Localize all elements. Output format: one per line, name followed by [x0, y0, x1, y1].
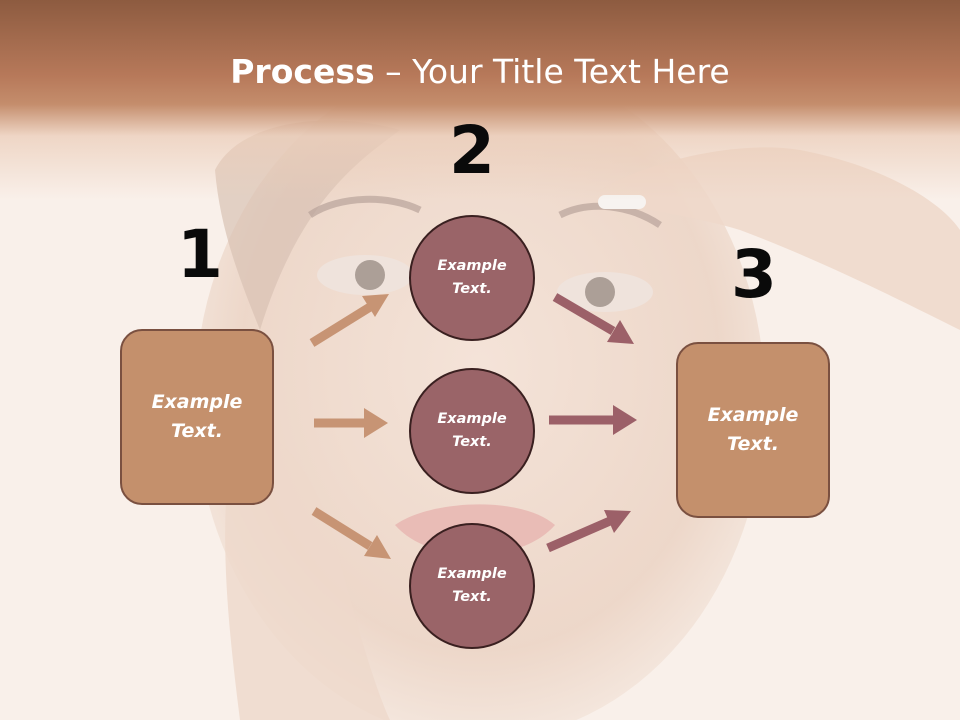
left-box-line-2: Text. [171, 420, 223, 442]
step-number-2: 2 [449, 112, 495, 189]
left-iris [355, 260, 385, 290]
step-number-3: 3 [731, 236, 777, 313]
right-box-line-2: Text. [727, 433, 779, 455]
left-hand [225, 428, 390, 720]
title-rest: – Your Title Text Here [374, 52, 730, 91]
title-strong: Process [230, 52, 375, 91]
arrow-left-middle [314, 408, 388, 438]
circle-middle[interactable]: Example Text. [409, 368, 535, 494]
circle-bottom[interactable]: Example Text. [409, 523, 535, 649]
circle-top-line-2: Text. [452, 281, 492, 297]
arrow-right-bottom [546, 510, 631, 553]
right-iris [585, 277, 615, 307]
right-box-line-1: Example [707, 404, 799, 426]
step-number-1: 1 [177, 216, 223, 293]
arrow-right-top [552, 293, 634, 344]
circle-middle-line-2: Text. [452, 434, 492, 450]
left-box-line-1: Example [151, 391, 243, 413]
right-step-box[interactable]: Example Text. [676, 342, 830, 518]
circle-middle-line-1: Example [437, 411, 507, 427]
circle-bottom-line-2: Text. [452, 589, 492, 605]
circle-bottom-line-1: Example [437, 566, 507, 582]
arrow-right-middle [549, 405, 637, 435]
circle-top-line-1: Example [437, 258, 507, 274]
circle-top[interactable]: Example Text. [409, 215, 535, 341]
left-step-box[interactable]: Example Text. [120, 329, 274, 505]
slide-title: Process – Your Title Text Here [0, 52, 960, 91]
arrow-left-bottom [311, 507, 391, 559]
title-bar [0, 0, 960, 200]
arrow-left-top [309, 294, 389, 347]
